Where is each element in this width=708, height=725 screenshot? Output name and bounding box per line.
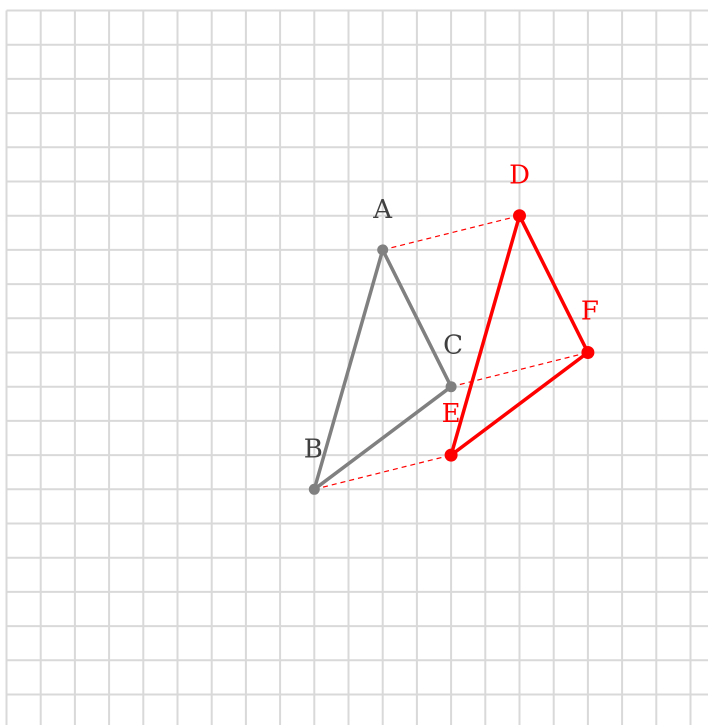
label-A: A <box>372 195 393 225</box>
label-D: D <box>509 161 530 191</box>
vertex-A <box>377 244 389 256</box>
label-E: E <box>442 399 461 429</box>
label-F: F <box>581 297 599 327</box>
connector-A-D <box>382 215 520 251</box>
vertex-labels: A B C D E F <box>304 161 599 465</box>
label-C: C <box>443 331 463 361</box>
grid <box>5 9 708 725</box>
vertex-E <box>444 448 458 462</box>
vertices <box>308 209 595 495</box>
triangle-ABC <box>312 248 453 492</box>
connector-C-F <box>450 351 589 388</box>
connector-B-E <box>314 454 452 490</box>
vertex-D <box>513 209 526 223</box>
vertex-C <box>445 381 457 393</box>
label-B: B <box>304 434 323 464</box>
vertex-B <box>308 483 320 495</box>
translation-connectors <box>314 215 589 490</box>
triangle-DEF <box>449 213 590 457</box>
vertex-F <box>581 346 595 359</box>
triangles <box>312 213 590 492</box>
